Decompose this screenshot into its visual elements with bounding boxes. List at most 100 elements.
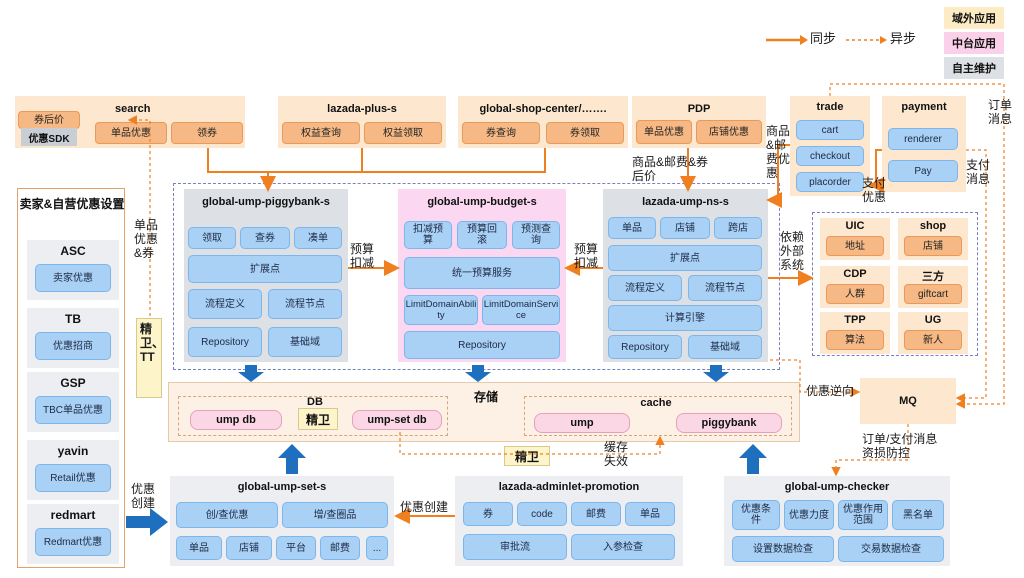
legend-self: 自主维护 <box>944 57 1004 79</box>
ns-base: 基础域 <box>688 335 762 359</box>
budget-box: global-ump-budget-s 扣减预算 预算回滚 预测查询 统一预算服… <box>398 189 566 362</box>
external-group-item: 人群 <box>826 284 884 304</box>
set-s-item-3: 邮费 <box>320 536 360 560</box>
piggybank-repo: Repository <box>188 327 262 357</box>
cache-piggybank: piggybank <box>676 413 782 433</box>
seller-group-name: GSP <box>60 376 86 390</box>
ns-box: lazada-ump-ns-s 单品 店铺 跨店 扩展点 流程定义 流程节点 计… <box>603 189 768 362</box>
seller-group-item: 优惠招商 <box>35 332 111 360</box>
pdp-title: PDP <box>687 103 711 115</box>
ns-flow-def: 流程定义 <box>608 275 682 301</box>
adminlet-item-2: 邮费 <box>571 502 621 526</box>
external-group-item: giftcart <box>904 284 962 304</box>
cache-invalidate-label: 缓存失效 <box>604 440 629 468</box>
legend: 同步 异步 <box>760 28 940 52</box>
checker-trade-check: 交易数据检查 <box>838 536 944 562</box>
legend-external: 域外应用 <box>944 7 1004 29</box>
payment-box: payment renderer Pay <box>882 96 966 192</box>
external-group-name: UIC <box>845 220 865 232</box>
external-group-name: shop <box>919 220 947 232</box>
external-group-item: 新人 <box>904 330 962 350</box>
ns-item-2: 跨店 <box>714 217 762 239</box>
seller-group-item: Retail优惠 <box>35 464 111 492</box>
adminlet-box: lazada-adminlet-promotion 券 code 邮费 单品 审… <box>455 476 683 566</box>
adminlet-title: lazada-adminlet-promotion <box>498 481 640 493</box>
label-reverse: 优惠逆向 <box>806 384 855 398</box>
seller-group-name: TB <box>65 312 81 326</box>
adminlet-check: 入参检查 <box>571 534 675 560</box>
piggybank-item-2: 凑单 <box>294 227 342 249</box>
piggybank-base: 基础域 <box>268 327 342 357</box>
ns-ext: 扩展点 <box>608 245 762 271</box>
budget-title: global-ump-budget-s <box>427 196 537 208</box>
set-s-item-2: 平台 <box>276 536 316 560</box>
shop-center-item-1: 券领取 <box>546 122 624 144</box>
ns-flow-node: 流程节点 <box>688 275 762 301</box>
pdp-item-0: 单品优惠 <box>636 120 692 144</box>
ns-title: lazada-ump-ns-s <box>642 196 729 208</box>
seller-group-name: ASC <box>60 244 86 258</box>
checker-title: global-ump-checker <box>784 481 890 493</box>
lazada-plus-title: lazada-plus-s <box>327 103 397 115</box>
piggybank-item-0: 领取 <box>188 227 236 249</box>
jingwei-tt-label <box>136 318 162 398</box>
external-group-0: UIC 地址 <box>820 218 890 260</box>
piggybank-item-1: 查券 <box>240 227 290 249</box>
jingwei-cache: 精卫 <box>504 446 550 466</box>
search-title: search <box>115 103 151 115</box>
set-s-box: global-ump-set-s 创/查优惠 增/查圈品 单品 店铺 平台 邮费… <box>170 476 394 566</box>
seller-group-item: TBC单品优惠 <box>35 396 111 424</box>
cache-ump: ump <box>534 413 630 433</box>
piggybank-title: global-ump-piggybank-s <box>202 196 330 208</box>
search-box: search 券后价 优惠SDK 单品优惠 领券 <box>15 96 245 148</box>
piggybank-flow-def: 流程定义 <box>188 289 262 319</box>
seller-group-name: yavin <box>57 444 89 458</box>
pdp-item-1: 店铺优惠 <box>696 120 762 144</box>
shop-center-title: global-shop-center/……. <box>479 103 607 115</box>
adminlet-item-1: code <box>517 502 567 526</box>
jingwei-db: 精卫 <box>298 408 338 430</box>
checker-item-0: 优惠条件 <box>732 500 780 530</box>
trade-box: trade cart checkout placorder <box>790 96 870 196</box>
label-pay-discount: 支付优惠 <box>862 176 887 204</box>
set-s-create: 创/查优惠 <box>176 502 278 528</box>
checker-item-2: 优惠作用范围 <box>838 500 888 530</box>
label-goods-postage: 商品&邮费&券后价 <box>632 155 709 183</box>
legend-lines-icon <box>766 35 887 45</box>
seller-group-item: Redmart优惠 <box>35 528 111 556</box>
label-risk: 订单/支付消息资损防控 <box>862 432 938 460</box>
label-create-1: 优惠创建 <box>131 482 156 510</box>
budget-item-0: 扣减预算 <box>404 221 452 249</box>
legend-middle: 中台应用 <box>944 32 1004 54</box>
db-ump: ump db <box>190 410 282 430</box>
external-group-1: shop 店铺 <box>898 218 968 260</box>
piggybank-flow-node: 流程节点 <box>268 289 342 319</box>
set-s-title: global-ump-set-s <box>237 481 327 493</box>
payment-title: payment <box>901 101 947 113</box>
budget-item-1: 预算回滚 <box>457 221 507 249</box>
external-group-item: 地址 <box>826 236 884 256</box>
set-s-item-1: 店铺 <box>226 536 272 560</box>
seller-group-2: GSP TBC单品优惠 <box>27 372 119 432</box>
label-create-2: 优惠创建 <box>400 500 449 514</box>
external-group-name: TPP <box>844 314 866 326</box>
label-pay-msg: 支付消息 <box>966 158 991 186</box>
seller-group-name: redmart <box>50 508 96 522</box>
label-single-coupon: 单品优惠&券 <box>134 218 159 260</box>
shop-center-item-0: 券查询 <box>462 122 540 144</box>
trade-title: trade <box>816 101 844 113</box>
external-group-item: 店铺 <box>904 236 962 256</box>
piggybank-box: global-ump-piggybank-s 领取 查券 凑单 扩展点 流程定义… <box>184 189 348 362</box>
adminlet-item-3: 单品 <box>625 502 675 526</box>
jingwei-tt-text: 精卫、TT <box>140 322 165 364</box>
checker-setting-check: 设置数据检查 <box>732 536 834 562</box>
payment-pay: Pay <box>888 160 958 182</box>
mq-box: MQ <box>860 378 956 424</box>
budget-item-2: 预测查询 <box>512 221 560 249</box>
external-group-name: UG <box>924 314 942 326</box>
label-depend: 依赖外部系统 <box>780 230 805 272</box>
